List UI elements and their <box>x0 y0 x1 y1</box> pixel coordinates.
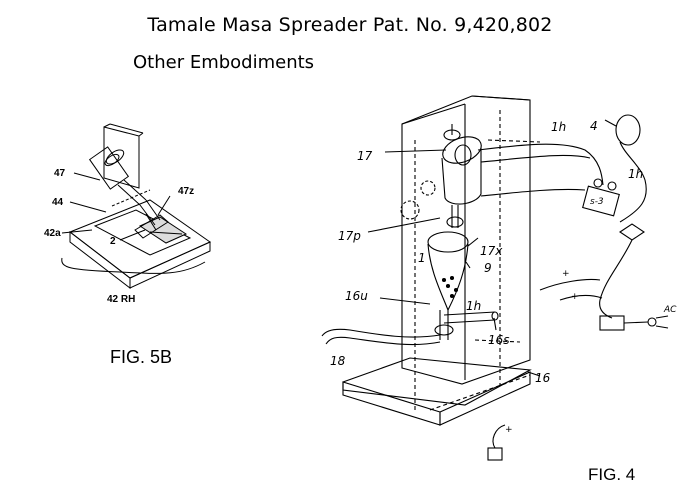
fig4-plus-2: + <box>571 292 579 302</box>
fig4-ref-17p: 17p <box>338 229 361 243</box>
fig4-ref-16u: 16u <box>345 289 368 303</box>
fig4-plus-1: + <box>562 269 570 279</box>
fig4-base <box>343 358 530 405</box>
fig4-caption: FIG. 4 <box>588 465 635 485</box>
fig4-plug-box <box>600 316 624 330</box>
fig4-ref-ac: AC <box>663 305 677 315</box>
fig4-ref-1h-top: 1h <box>551 120 566 134</box>
fig4-ref-16s: 16s <box>488 333 510 347</box>
fig4-ref-9: 9 <box>484 261 492 275</box>
fig4-ref-s3: s-3 <box>590 197 604 207</box>
fig4-ref-16: 16 <box>535 371 551 385</box>
fig4-ref-1h-right: 1h <box>628 167 643 181</box>
fig4-motor-housing <box>439 124 485 204</box>
fig4-ref-1h-mid: 1h <box>466 299 481 313</box>
fig4-plus-3: + <box>505 425 513 435</box>
fig5b-ref-42rh: 42 RH <box>107 294 135 305</box>
fig5b-ref-47: 47 <box>54 168 66 179</box>
fig4-small-plug <box>488 448 502 460</box>
fig5b-ref-47z: 47z <box>178 186 194 197</box>
fig4-masa-cone <box>428 232 468 310</box>
fig5b-drawing <box>62 124 210 288</box>
fig5b-ref-42a: 42a <box>44 228 61 239</box>
fig4-ref-17x: 17x <box>480 244 503 258</box>
fig4-connector <box>620 224 644 240</box>
fig4-ref-17: 17 <box>357 149 373 163</box>
fig4-light <box>616 115 640 145</box>
fig5b-motor <box>90 147 129 189</box>
fig4-ref-1: 1 <box>418 251 426 265</box>
fig4-upright-board <box>402 96 530 384</box>
fig5b-caption: FIG. 5B <box>110 347 172 368</box>
fig5b-ref-44: 44 <box>52 197 64 208</box>
fig4-ref-18: 18 <box>330 354 346 368</box>
fig4-drawing <box>322 96 668 460</box>
fig4-ref-4: 4 <box>590 119 598 133</box>
fig5b-ref-2: 2 <box>110 236 116 247</box>
